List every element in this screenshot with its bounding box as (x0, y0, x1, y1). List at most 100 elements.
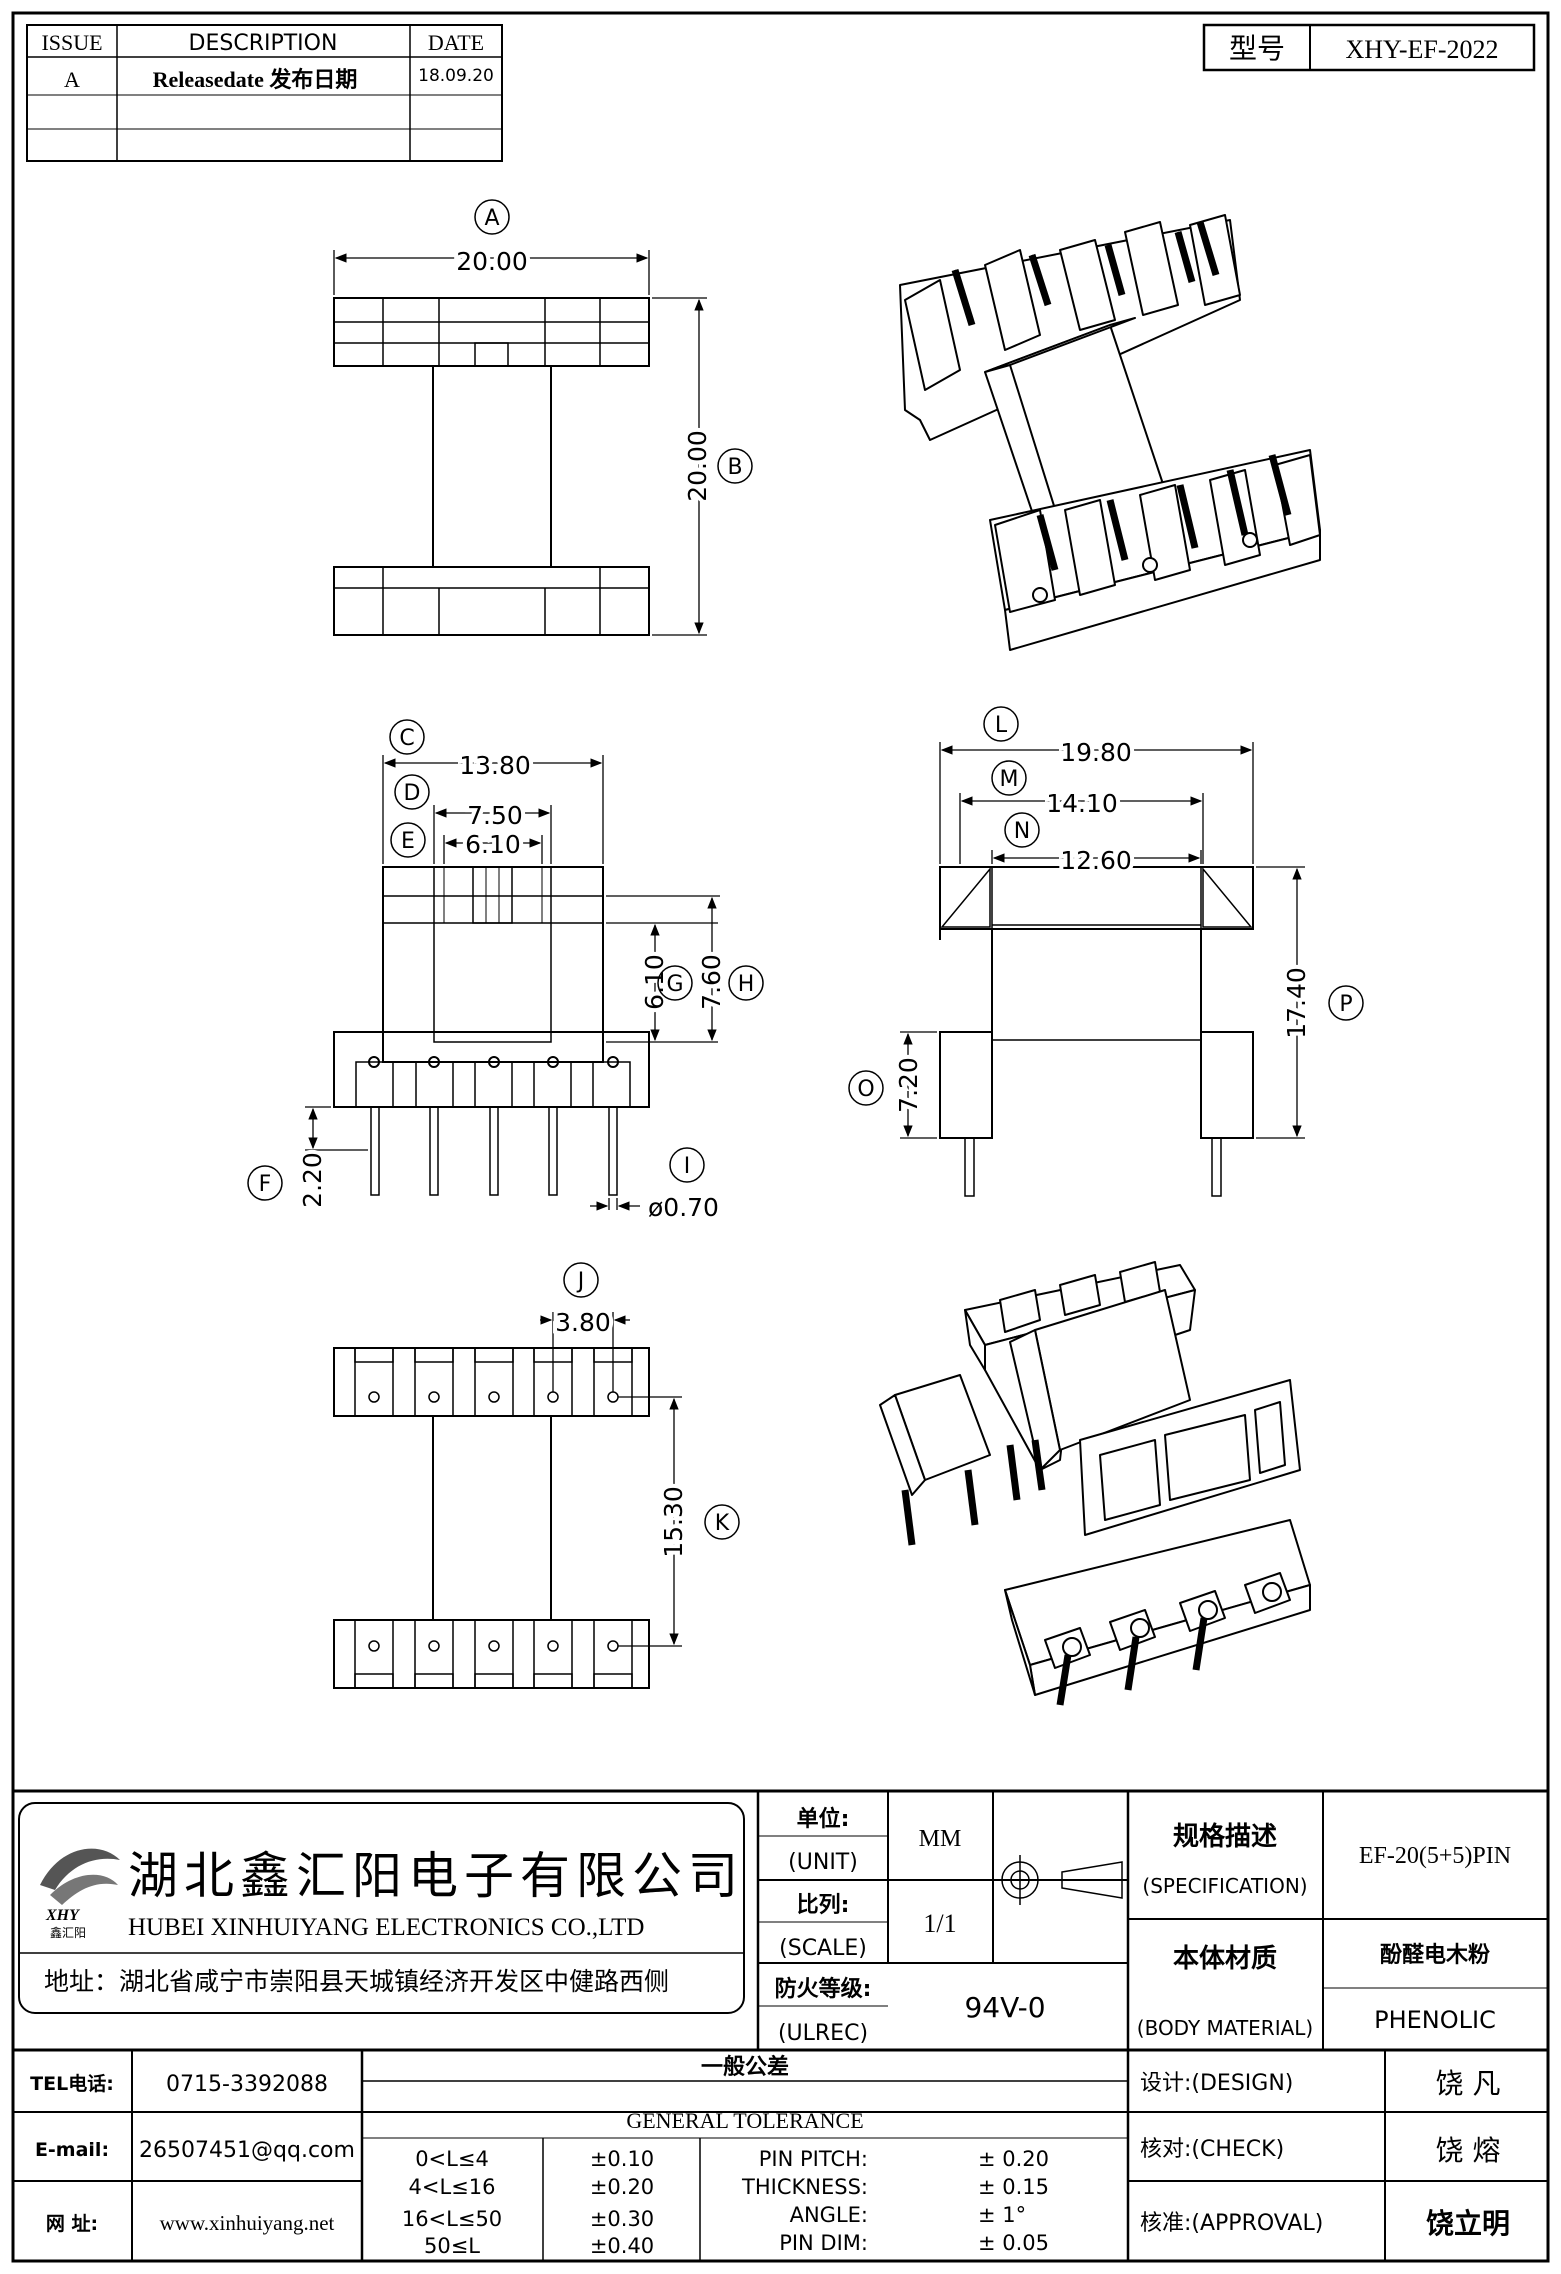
callout-A: A (474, 199, 510, 235)
iso-view-bottom (879, 1261, 1311, 1706)
svg-text:H: H (738, 972, 755, 997)
top-view-dims (333, 250, 707, 636)
callout-L: L (983, 706, 1019, 742)
issue-value: A (64, 67, 80, 92)
callout-P: P (1328, 985, 1364, 1021)
material-label-cn: 本体材质 (1173, 1944, 1277, 1974)
email-label: E-mail: (35, 2139, 109, 2161)
company-name-en: HUBEI XINHUIYANG ELECTRONICS CO.,LTD (128, 1914, 644, 1941)
sheet-border (11, 11, 1550, 2263)
svg-text:J: J (576, 1269, 585, 1294)
tolerance-other-name: ANGLE: (790, 2203, 868, 2227)
scale-label-en: (SCALE) (779, 1936, 867, 1961)
dim-B: 20.00 (683, 430, 712, 502)
description-header: DESCRIPTION (189, 31, 338, 56)
unit-label-cn: 单位: (797, 1806, 850, 1832)
dim-J: 3.80 (555, 1308, 611, 1337)
model-label: 型号 (1229, 32, 1285, 65)
callout-H: H (728, 965, 764, 1001)
side-view-dims (900, 742, 1305, 1139)
dim-M: 14.10 (1046, 789, 1118, 818)
dim-E: 6.10 (465, 830, 521, 859)
tolerance-others: PIN PITCH: THICKNESS: ANGLE: PIN DIM: ± … (741, 2147, 1049, 2255)
bottom-view (333, 1347, 650, 1689)
tolerance-range: 0<L≤4 (415, 2147, 489, 2171)
design-name: 饶 凡 (1436, 2067, 1501, 2100)
tolerance-ranges: 0<L≤4 4<L≤16 16<L≤50 50≤L ±0.10 ±0.20 ±0… (402, 2147, 654, 2258)
front-view (333, 866, 650, 1196)
ulrec-value: 94V-0 (964, 1991, 1045, 2024)
svg-text:D: D (404, 781, 421, 806)
scale-label-cn: 比列: (797, 1893, 850, 1918)
dim-D: 7.50 (467, 801, 523, 830)
spec-value: EF-20(5+5)PIN (1359, 1843, 1511, 1869)
unit-label-en: (UNIT) (788, 1850, 858, 1875)
svg-text:N: N (1014, 819, 1030, 844)
callout-B: B (717, 448, 753, 484)
dim-C: 13.80 (459, 751, 531, 780)
svg-text:M: M (1000, 767, 1019, 792)
side-view (939, 866, 1254, 1197)
tolerance-value: ±0.30 (590, 2207, 654, 2231)
issue-header: ISSUE (41, 30, 102, 55)
svg-text:P: P (1339, 992, 1352, 1017)
material-label-en: (BODY MATERIAL) (1137, 2016, 1313, 2040)
date-header: DATE (428, 30, 484, 55)
check-label: 核对:(CHECK) (1140, 2137, 1284, 2162)
dim-A: 20.00 (456, 247, 528, 276)
callout-F: F (247, 1165, 283, 1201)
title-block (13, 1789, 1548, 2261)
material-value-en: PHENOLIC (1374, 2006, 1496, 2034)
top-view (333, 297, 650, 636)
svg-text:O: O (857, 1077, 874, 1102)
description-value: Releasedate 发布日期 (153, 67, 358, 92)
tolerance-range: 16<L≤50 (402, 2207, 502, 2231)
tolerance-other-value: ± 1° (978, 2203, 1026, 2227)
spec-label-cn: 规格描述 (1173, 1821, 1277, 1852)
svg-text:K: K (715, 1511, 730, 1536)
spec-label-en: (SPECIFICATION) (1142, 1874, 1307, 1898)
web-value: www.xinhuiyang.net (160, 2211, 335, 2235)
callout-C: C (389, 719, 425, 755)
bottom-view-dims (540, 1312, 682, 1647)
dim-K: 15.30 (659, 1486, 688, 1558)
company-name-cn: 湖北鑫汇阳电子有限公司 (128, 1848, 744, 1904)
model-value: XHY-EF-2022 (1345, 35, 1498, 64)
callout-I: I (669, 1147, 705, 1183)
callout-G: G (657, 965, 693, 1001)
dim-P: 17.40 (1282, 967, 1311, 1039)
approval-name: 饶立明 (1426, 2207, 1510, 2240)
svg-text:A: A (484, 206, 499, 231)
tolerance-other-name: PIN PITCH: (759, 2147, 868, 2171)
svg-text:I: I (684, 1154, 691, 1179)
svg-text:G: G (666, 972, 683, 997)
design-label: 设计:(DESIGN) (1140, 2071, 1293, 2096)
dim-H: 7.60 (697, 954, 726, 1010)
tolerance-title-en: GENERAL TOLERANCE (626, 2108, 863, 2133)
material-value-cn: 酚醛电木粉 (1380, 1943, 1490, 1968)
svg-text:鑫汇阳: 鑫汇阳 (50, 1925, 86, 1940)
tolerance-range: 50≤L (424, 2234, 480, 2258)
email-value: 26507451@qq.com (139, 2138, 355, 2163)
date-value: 18.09.20 (418, 66, 494, 86)
dim-N: 12.60 (1060, 846, 1132, 875)
front-view-dims (305, 755, 720, 1211)
dim-O: 7.20 (894, 1057, 923, 1113)
dim-L: 19.80 (1060, 738, 1132, 767)
tel-label: TEL电话: (30, 2072, 114, 2095)
tolerance-other-name: THICKNESS: (741, 2175, 868, 2199)
callout-K: K (704, 1504, 740, 1540)
company-address: 地址：湖北省咸宁市崇阳县天城镇经济开发区中健路西侧 (44, 1967, 669, 1996)
ulrec-label-en: (ULREC) (778, 2021, 868, 2046)
svg-text:F: F (259, 1172, 272, 1197)
check-name: 饶 熔 (1436, 2134, 1501, 2167)
tolerance-other-value: ± 0.05 (978, 2231, 1049, 2255)
callout-J: J (563, 1262, 599, 1298)
callout-N: N (1004, 812, 1040, 848)
svg-text:C: C (399, 726, 414, 751)
callout-M: M (991, 760, 1027, 796)
revision-table: ISSUE DESCRIPTION DATE A Releasedate 发布日… (26, 24, 503, 162)
web-label: 网 址: (46, 2213, 98, 2235)
unit-value: MM (919, 1826, 962, 1852)
